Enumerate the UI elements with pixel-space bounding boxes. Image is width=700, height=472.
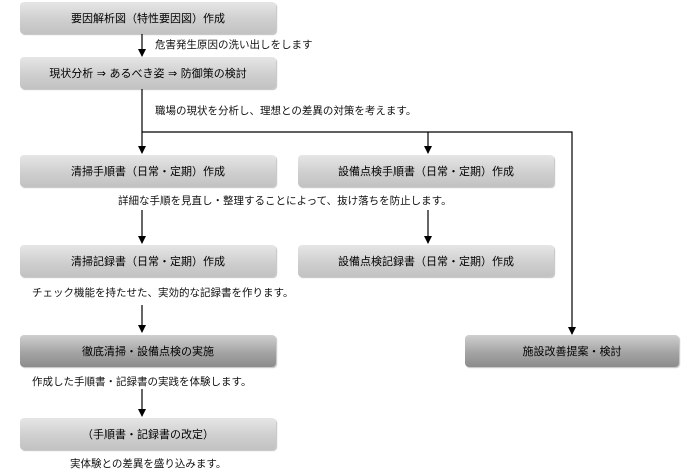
note-after-revision: 実体験との差異を盛り込みます。	[70, 458, 227, 470]
step-inspection-record: 設備点検記録書（日常・定期）作成	[298, 245, 554, 277]
step-cleaning-procedure: 清掃手順書（日常・定期）作成	[20, 155, 276, 187]
note-after-records: チェック機能を持たせた、実効的な記録書を作ります。	[32, 287, 294, 299]
note-after-thorough-cleaning: 作成した手順書・記録書の実践を体験します。	[32, 376, 252, 388]
connector-branch-right	[142, 131, 576, 335]
step-factor-analysis: 要因解析図（特性要因図）作成	[20, 2, 276, 34]
step-thorough-cleaning: 徹底清掃・設備点検の実施	[20, 335, 276, 367]
step-inspection-procedure: 設備点検手順書（日常・定期）作成	[298, 155, 554, 187]
note-after-current-analysis: 職場の現状を分析し、理想との差異の対策を考えます。	[155, 105, 417, 117]
note-after-procedures: 詳細な手順を見直し・整理することによって、抜け落ちを防止します。	[118, 195, 452, 207]
step-cleaning-record: 清掃記録書（日常・定期）作成	[20, 245, 276, 277]
step-current-analysis: 現状分析 ⇒ あるべき姿 ⇒ 防御策の検討	[20, 57, 276, 89]
step-revision: （手順書・記録書の改定）	[20, 418, 276, 450]
note-after-factor-analysis: 危害発生原因の洗い出しをします	[155, 39, 313, 51]
step-facility-improvement: 施設改善提案・検討	[465, 335, 679, 367]
